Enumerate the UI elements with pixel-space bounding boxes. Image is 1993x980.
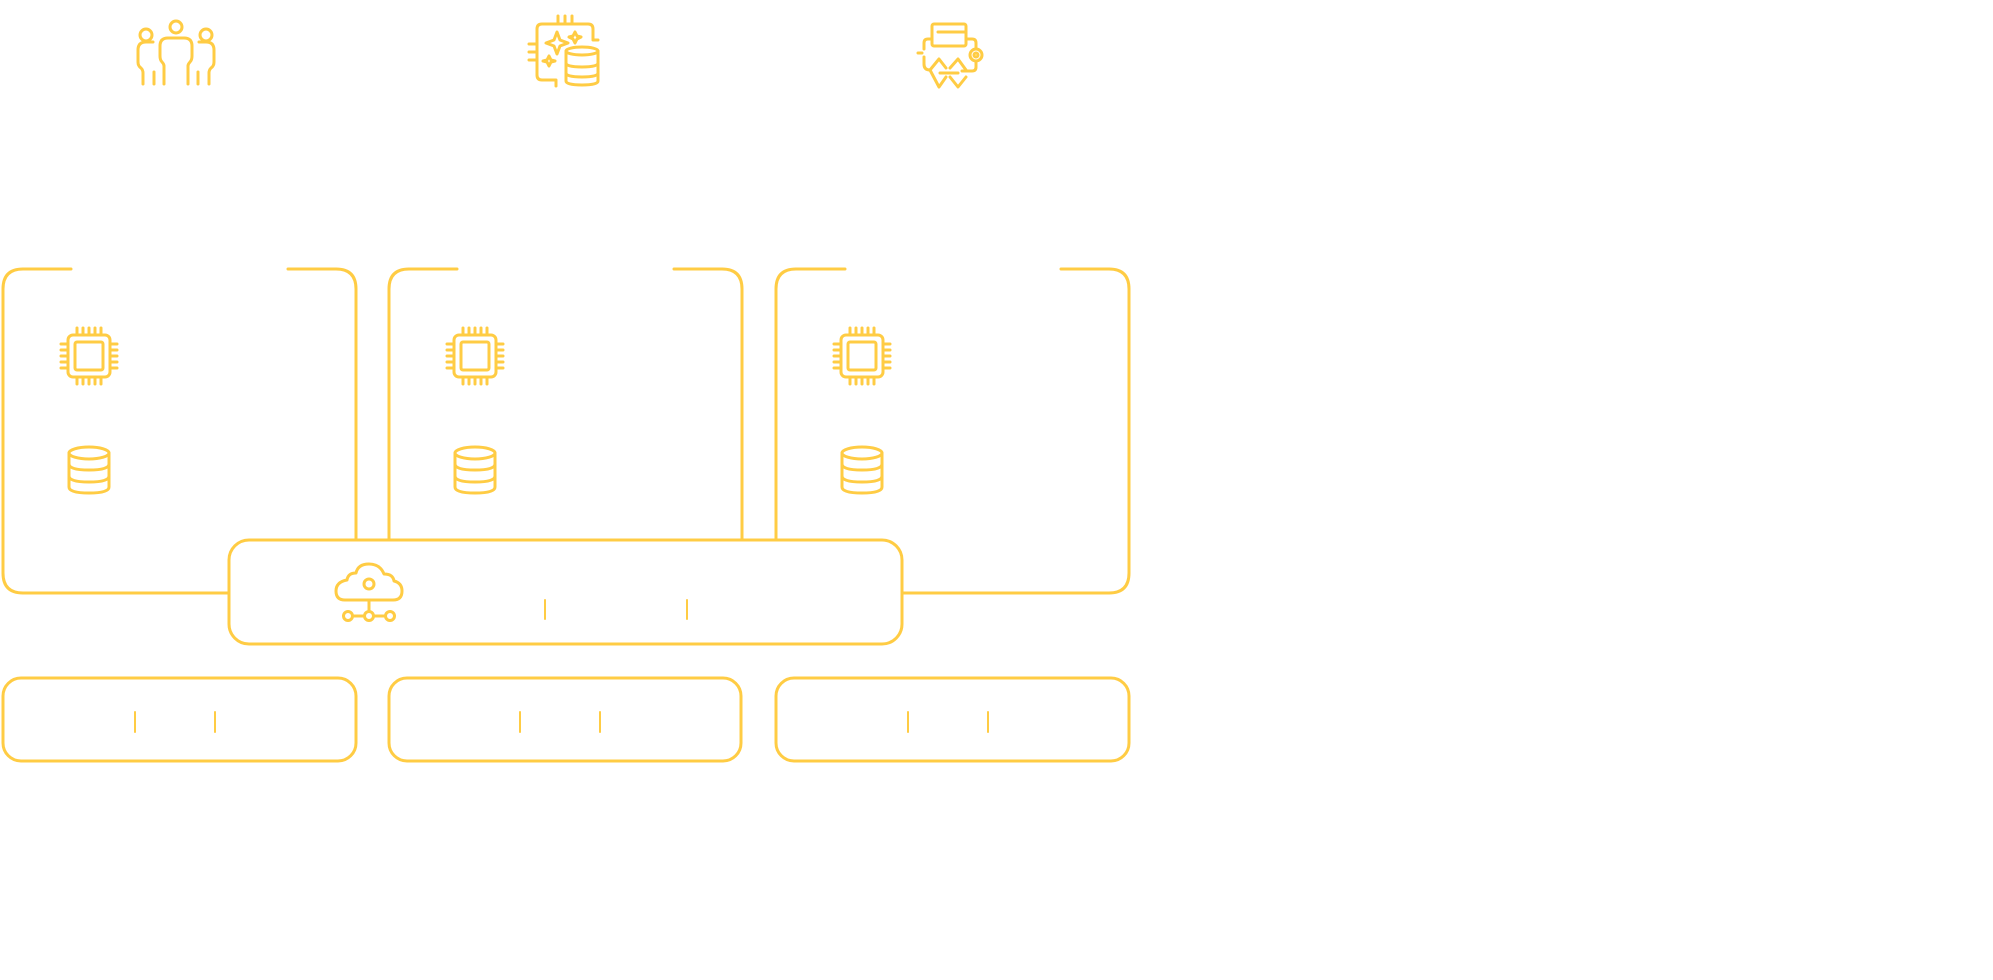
zone-2 bbox=[387, 267, 744, 542]
cpu-chip-icon bbox=[59, 326, 119, 386]
document-database-sparkle-icon bbox=[527, 14, 600, 88]
bottom-panel-1 bbox=[1, 676, 358, 763]
bottom-panel-2 bbox=[387, 676, 743, 763]
workflow-transform-icon bbox=[916, 22, 984, 89]
users-group-icon bbox=[136, 19, 216, 86]
cpu-chip-icon bbox=[832, 326, 892, 386]
database-stack-icon bbox=[840, 445, 884, 495]
database-stack-icon bbox=[453, 445, 497, 495]
zone-1 bbox=[1, 267, 358, 595]
zone-3 bbox=[774, 267, 1131, 595]
bottom-panel-3 bbox=[774, 676, 1131, 763]
database-stack-icon bbox=[67, 445, 111, 495]
network-panel bbox=[227, 538, 904, 646]
cpu-chip-icon bbox=[445, 326, 505, 386]
cloud-network-icon bbox=[334, 562, 404, 622]
